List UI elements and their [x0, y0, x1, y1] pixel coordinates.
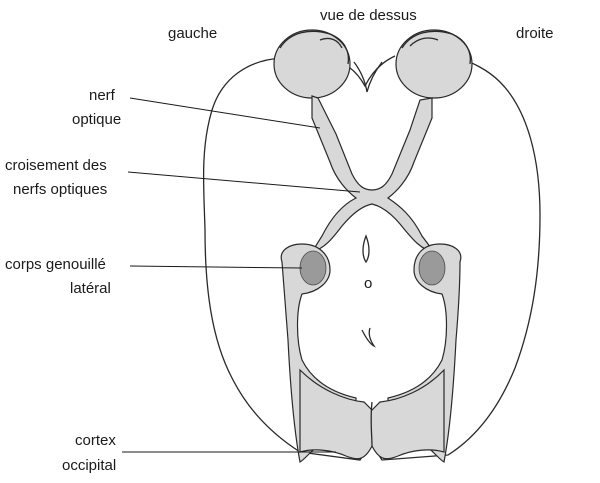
- left-eye: [273, 29, 351, 99]
- right-side-label: droite: [516, 25, 554, 42]
- frontal-notch: [353, 61, 383, 93]
- view-label: vue de dessus: [320, 7, 417, 24]
- center-mark: o: [364, 275, 372, 292]
- lgn-leader: [129, 265, 303, 269]
- lgn-label-line2: latéral: [70, 280, 111, 297]
- brain-outline: [202, 55, 541, 461]
- cortex-label-line1: cortex: [75, 432, 116, 449]
- third-ventricle: [362, 234, 370, 264]
- midline-fissure: [370, 401, 373, 447]
- chiasm-label-line2: nerfs optiques: [13, 181, 107, 198]
- optic-nerve-label-line1: nerf: [89, 87, 116, 104]
- left-side-label: gauche: [168, 25, 217, 42]
- occipital-cortex: [299, 368, 445, 460]
- chiasm-label-line1: croisement des: [5, 157, 107, 174]
- chiasm-leader: [127, 171, 361, 193]
- right-lgn-nucleus: [418, 250, 446, 286]
- lgn-label-line1: corps genouillé: [5, 256, 106, 273]
- cortex-label-line2: occipital: [62, 457, 116, 474]
- optic-nerve-label-line2: optique: [72, 111, 121, 128]
- pineal-notch: [361, 327, 376, 348]
- right-eye: [395, 29, 473, 99]
- optic-pathway: [310, 95, 436, 254]
- optic-nerve-leader: [129, 97, 321, 129]
- left-lgn-nucleus: [299, 250, 327, 286]
